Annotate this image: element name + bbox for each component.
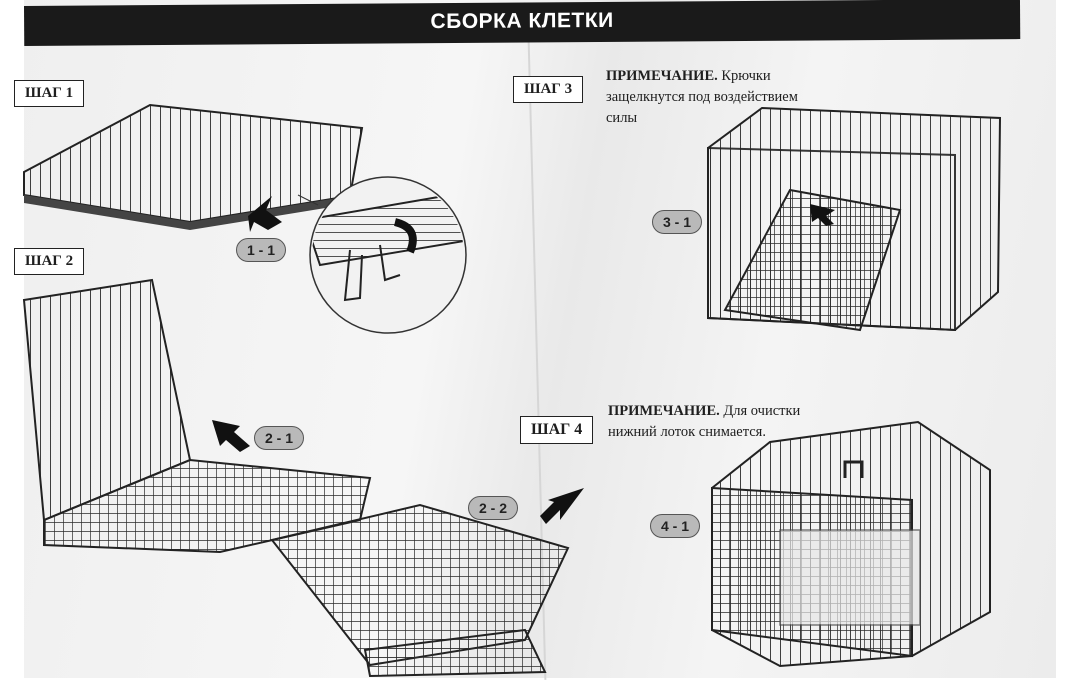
hook-zoom-detail: [297, 176, 467, 334]
cage-step3: [707, 106, 1002, 332]
badge-4-1: 4 - 1: [650, 514, 701, 538]
step-1-label: ШАГ 1: [14, 80, 85, 107]
note-4-line1: Для очистки: [723, 403, 801, 419]
step-2-label: ШАГ 2: [14, 248, 85, 275]
badge-2-2: 2 - 2: [468, 496, 519, 520]
unfolding-cage-step2: [22, 278, 570, 678]
note-3-line2: защелкнутся под воздействием: [606, 89, 798, 105]
badge-1-1: 1 - 1: [236, 238, 287, 262]
note-4-line2: нижний лоток снимается.: [608, 424, 766, 440]
note-3-heading: ПРИМЕЧАНИЕ.: [606, 68, 718, 84]
note-4-heading: ПРИМЕЧАНИЕ.: [608, 403, 720, 419]
step-4-label: ШАГ 4: [520, 416, 594, 444]
folded-cage-step1: [23, 103, 364, 230]
badge-2-1: 2 - 1: [254, 426, 305, 450]
arrow-2-2: [540, 488, 584, 524]
badge-3-1: 3 - 1: [652, 210, 703, 234]
note-3-line1: Крючки: [721, 68, 771, 84]
arrow-2-1: [212, 420, 250, 452]
assembled-cage-step4: [711, 420, 991, 668]
step-3-note: ПРИМЕЧАНИЕ. Крючки защелкнутся под возде…: [606, 66, 798, 129]
step-4-note: ПРИМЕЧАНИЕ. Для очистки нижний лоток сни…: [608, 401, 800, 443]
note-3-line3: силы: [606, 110, 638, 126]
step-3-label: ШАГ 3: [513, 76, 584, 103]
arrow-1: [248, 196, 282, 232]
